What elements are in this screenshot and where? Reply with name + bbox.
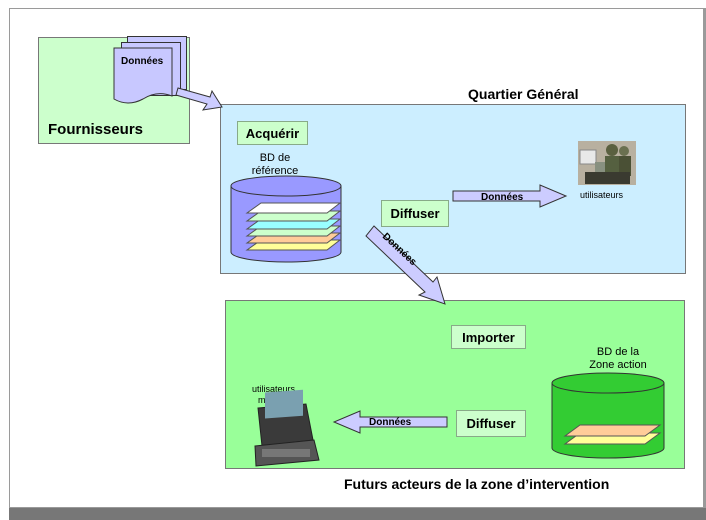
- users-image: [578, 141, 636, 185]
- zone-db-caption: BD de la Zone action: [578, 346, 658, 372]
- zone-db-caption-line2: Zone action: [589, 359, 647, 371]
- zone-diffuse-box: Diffuser: [456, 410, 526, 437]
- zone-data-arrow-label: Données: [369, 417, 412, 428]
- hq-diffuse-box: Diffuser: [381, 200, 449, 227]
- hq-db-caption: BD de référence: [245, 152, 305, 178]
- hq-db-caption-line2: référence: [251, 165, 299, 177]
- suppliers-label: Fournisseurs: [48, 121, 144, 138]
- hq-db-layers: [245, 202, 342, 251]
- document-front: [113, 47, 173, 104]
- hq-title: Quartier Général: [468, 86, 579, 102]
- users-caption: utilisateurs: [580, 190, 624, 200]
- frame-shadow-bottom: [9, 508, 706, 520]
- zone-db-layers: [563, 424, 662, 445]
- supplier-to-hq-arrow: [175, 87, 223, 111]
- document-label: Données: [121, 56, 164, 67]
- mobile-users-caption-line1: utilisateurs: [252, 384, 296, 394]
- zone-data-arrow: [332, 410, 448, 434]
- zone-db-caption-line1: BD de la: [596, 346, 640, 358]
- import-box: Importer: [451, 325, 526, 349]
- zone-db-cylinder: [551, 372, 665, 459]
- hq-db-caption-line1: BD de: [259, 152, 291, 164]
- hq-data-arrow-label: Données: [481, 192, 524, 203]
- laptop-image: [254, 389, 320, 467]
- frame-shadow-right: [702, 8, 706, 508]
- hq-data-arrow: [452, 184, 568, 208]
- zone-title: Futurs acteurs de la zone d’intervention: [344, 476, 610, 492]
- acquire-box: Acquérir: [237, 121, 308, 145]
- hq-to-zone-arrow: [365, 225, 446, 305]
